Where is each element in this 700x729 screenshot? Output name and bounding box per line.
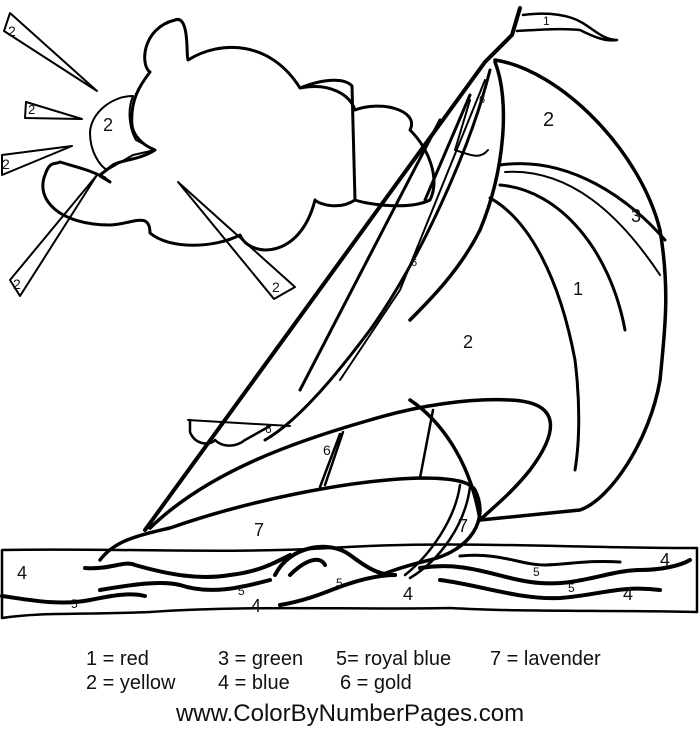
- spinnaker-stripe-3: [498, 183, 627, 332]
- spinnaker-stripe-4: [488, 196, 581, 472]
- hull-deck: [148, 397, 553, 530]
- cabin-post-1: [318, 430, 345, 489]
- pennant-flag: [515, 12, 619, 42]
- website-url: www.ColorByNumberPages.com: [175, 700, 525, 727]
- region-number: 7: [254, 520, 265, 540]
- region-number: 2: [2, 156, 10, 172]
- region-number: 6: [323, 442, 331, 458]
- region-number: 5: [71, 597, 78, 611]
- region-number: 4: [403, 584, 414, 604]
- region-number: 1: [543, 14, 550, 28]
- spinnaker-stripe-1: [498, 162, 667, 242]
- legend-item-3: 3 = green: [218, 648, 304, 670]
- region-number: 6: [265, 422, 272, 436]
- cabin-post-2: [418, 408, 435, 480]
- jib-sail: [298, 93, 472, 392]
- region-number: 3: [631, 206, 642, 226]
- wave: [458, 553, 622, 567]
- region-number: 5: [533, 565, 540, 579]
- wave: [418, 558, 692, 586]
- wave: [0, 592, 147, 605]
- sun: [89, 95, 156, 171]
- wave: [278, 573, 397, 607]
- region-number: 2: [13, 276, 21, 292]
- wave: [438, 578, 662, 601]
- hull-bow-stripe: [403, 483, 472, 580]
- region-number: 6: [411, 257, 418, 269]
- boom: [188, 418, 272, 447]
- legend-item-7: 7 = lavender: [490, 648, 601, 670]
- cloud-right-edge: [298, 85, 436, 208]
- sun-ray: [1, 145, 73, 176]
- mast: [143, 6, 522, 532]
- water-band: [0, 543, 699, 620]
- legend-item-5: 5= royal blue: [336, 648, 452, 670]
- region-number: 4: [17, 563, 28, 583]
- hull: [98, 476, 482, 577]
- spinnaker-sail: [408, 58, 668, 522]
- legend-item-4: 4 = blue: [218, 672, 290, 694]
- sun-rays: [1, 12, 296, 300]
- sun-ray: [24, 101, 83, 120]
- legend-item-2: 2 = yellow: [86, 672, 176, 694]
- legend-item-6: 6 = gold: [340, 672, 412, 694]
- region-number: 4: [660, 550, 671, 570]
- region-number: 5: [568, 581, 575, 595]
- sun-ray: [3, 12, 98, 92]
- wave: [83, 553, 292, 579]
- region-number: 2: [28, 102, 36, 117]
- spinnaker-leading-edge: [408, 60, 506, 322]
- mainsail: [263, 68, 492, 442]
- region-number: 5: [336, 576, 343, 590]
- region-number: 2: [463, 332, 474, 352]
- wave: [98, 578, 272, 592]
- region-number: 2: [103, 115, 114, 135]
- sun-ray: [9, 174, 98, 297]
- region-number: 4: [251, 596, 262, 616]
- cloud: [41, 18, 357, 252]
- region-number: 2: [8, 23, 16, 39]
- legend-item-1: 1 = red: [86, 648, 149, 670]
- region-number: 7: [458, 516, 469, 536]
- mainsail-edge: [454, 99, 489, 157]
- spinnaker-stripe-2: [504, 170, 661, 276]
- region-number: 1: [573, 279, 584, 299]
- region-number: 4: [623, 584, 634, 604]
- region-number: 5: [238, 584, 245, 598]
- region-number: 2: [272, 279, 280, 295]
- wave-crest: [273, 544, 397, 577]
- region-number: 6: [479, 94, 486, 106]
- boom-top: [187, 419, 291, 427]
- region-number: 2: [543, 109, 555, 131]
- sailboat-line-art: [0, 6, 699, 620]
- wave-curl: [288, 557, 327, 577]
